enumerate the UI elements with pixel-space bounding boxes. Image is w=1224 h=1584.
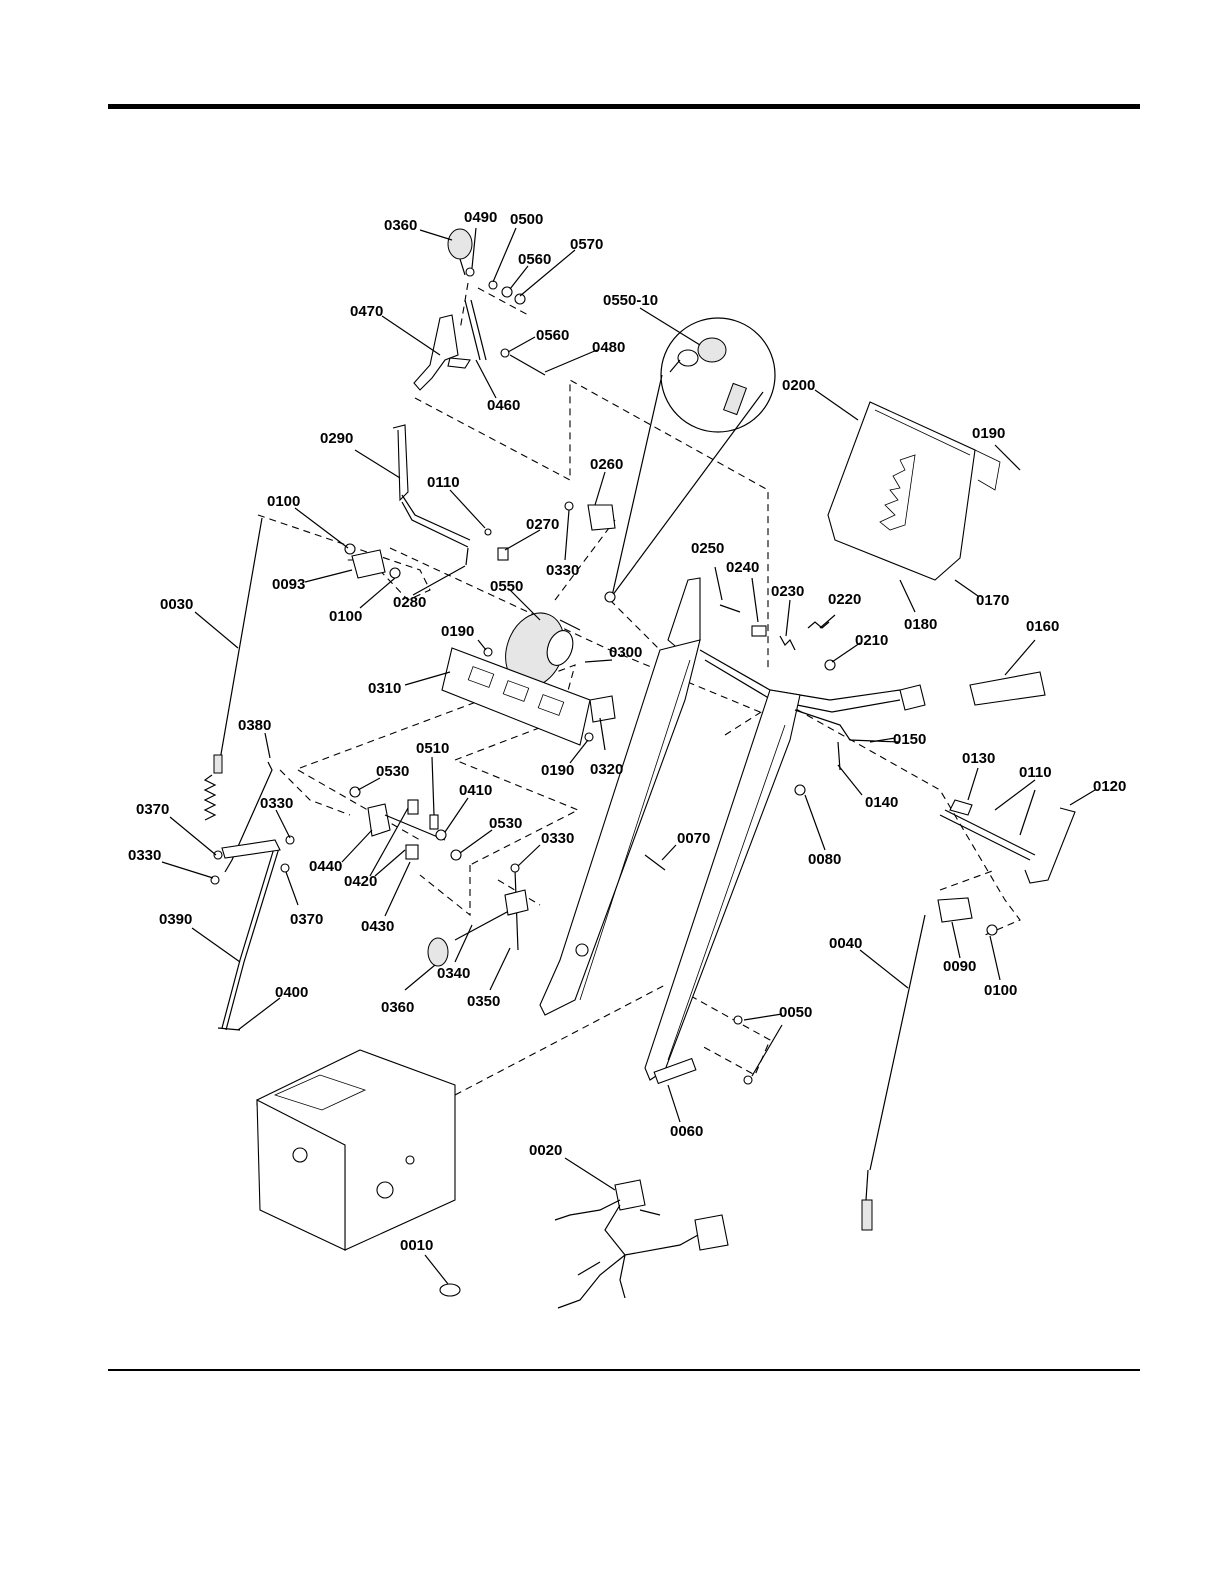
label-0200: 0200	[782, 377, 815, 394]
label-0390: 0390	[159, 911, 192, 928]
label-0430: 0430	[361, 918, 394, 935]
label-0093: 0093	[272, 576, 305, 593]
label-0070: 0070	[677, 830, 710, 847]
label-0330: 0330	[541, 830, 574, 847]
label-0100: 0100	[984, 982, 1017, 999]
hardware-top	[465, 267, 546, 376]
label-0220: 0220	[828, 591, 861, 608]
label-0270: 0270	[526, 516, 559, 533]
clip-0010	[439, 1283, 461, 1297]
knob-top	[447, 228, 473, 276]
label-0500: 0500	[510, 211, 543, 228]
label-0250: 0250	[691, 540, 724, 557]
label-0360: 0360	[381, 999, 414, 1016]
linkage-rods	[210, 761, 295, 1031]
label-0190: 0190	[972, 425, 1005, 442]
label-0530: 0530	[489, 815, 522, 832]
label-0170: 0170	[976, 592, 1009, 609]
rod-0340	[427, 863, 529, 967]
handle-frame-right	[644, 689, 801, 1085]
label-0550: 0550	[490, 578, 523, 595]
footer-rule	[108, 1369, 1140, 1371]
label-0330: 0330	[128, 847, 161, 864]
label-0040: 0040	[829, 935, 862, 952]
cable-left	[203, 517, 263, 821]
label-0020: 0020	[529, 1142, 562, 1159]
control-panel	[441, 647, 594, 746]
label-0160: 0160	[1026, 618, 1059, 635]
headlight	[505, 612, 581, 688]
label-0310: 0310	[368, 680, 401, 697]
bolts-0050	[733, 1015, 753, 1085]
label-0380: 0380	[238, 717, 271, 734]
label-0110: 0110	[1019, 764, 1052, 781]
wire-harness	[554, 1179, 729, 1309]
label-0560: 0560	[518, 251, 551, 268]
label-0260: 0260	[590, 456, 623, 473]
leader-lines	[161, 227, 1096, 1285]
label-0320: 0320	[590, 761, 623, 778]
label-0510: 0510	[416, 740, 449, 757]
label-0190: 0190	[441, 623, 474, 640]
label-0150: 0150	[893, 731, 926, 748]
cable-right	[861, 897, 998, 1231]
label-0060: 0060	[670, 1123, 703, 1140]
label-0570: 0570	[570, 236, 603, 253]
header-rule	[108, 104, 1140, 109]
label-0350: 0350	[467, 993, 500, 1010]
label-0010: 0010	[400, 1237, 433, 1254]
label-0440: 0440	[309, 858, 342, 875]
shaft-assembly	[349, 786, 462, 861]
shift-lever	[392, 424, 471, 548]
rocker-switch	[589, 695, 616, 723]
label-0030: 0030	[160, 596, 193, 613]
label-0140: 0140	[865, 794, 898, 811]
label-0280: 0280	[393, 594, 426, 611]
label-0470: 0470	[350, 303, 383, 320]
label-0290: 0290	[320, 430, 353, 447]
label-0560: 0560	[536, 327, 569, 344]
shroud-panel	[827, 401, 1001, 581]
label-0230: 0230	[771, 583, 804, 600]
label-0550-10: 0550-10	[603, 292, 658, 309]
label-0090: 0090	[943, 958, 976, 975]
gear-housing	[256, 1049, 456, 1251]
label-0110: 0110	[427, 474, 460, 491]
magnified-detail-circle	[611, 317, 776, 597]
label-0400: 0400	[275, 984, 308, 1001]
label-0340: 0340	[437, 965, 470, 982]
label-0460: 0460	[487, 397, 520, 414]
spring-hardware	[719, 604, 836, 796]
callout-labels: 0360 0490 0500 0570 0560 0560 0480 0470 …	[128, 209, 1126, 1254]
label-0370: 0370	[136, 801, 169, 818]
label-0410: 0410	[459, 782, 492, 799]
label-0330: 0330	[546, 562, 579, 579]
handle-frame-left	[539, 577, 701, 1016]
switch-block	[564, 501, 616, 603]
label-0130: 0130	[962, 750, 995, 767]
label-0490: 0490	[464, 209, 497, 226]
label-0100: 0100	[329, 608, 362, 625]
label-0530: 0530	[376, 763, 409, 780]
pin-0070	[644, 854, 666, 871]
lever-0120	[939, 799, 1076, 884]
label-0240: 0240	[726, 559, 759, 576]
label-0360: 0360	[384, 217, 417, 234]
handlebar	[699, 649, 1046, 713]
label-0120: 0120	[1093, 778, 1126, 795]
label-0050: 0050	[779, 1004, 812, 1021]
label-0100: 0100	[267, 493, 300, 510]
label-0210: 0210	[855, 632, 888, 649]
label-0190: 0190	[541, 762, 574, 779]
linkage-plate	[344, 528, 509, 579]
label-0480: 0480	[592, 339, 625, 356]
label-0300: 0300	[609, 644, 642, 661]
label-0080: 0080	[808, 851, 841, 868]
label-0180: 0180	[904, 616, 937, 633]
label-0420: 0420	[344, 873, 377, 890]
label-0330: 0330	[260, 795, 293, 812]
label-0370: 0370	[290, 911, 323, 928]
